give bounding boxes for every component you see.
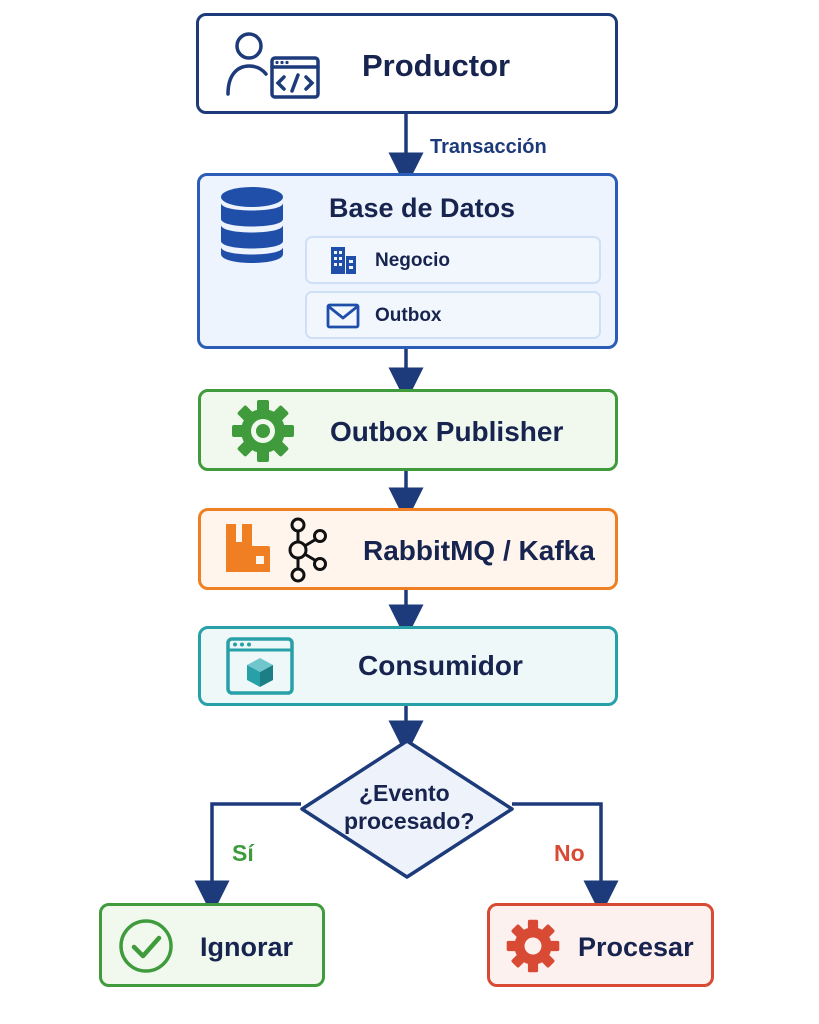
table-negocio [305,236,601,284]
check-circle-icon [119,919,173,973]
table-negocio-label: Negocio [375,250,450,271]
user-code-icon [226,32,320,99]
producer-node [196,13,618,114]
database-label: Base de Datos [329,193,516,223]
gear-icon [506,919,560,973]
consumer-label: Consumidor [358,650,523,681]
broker-label: RabbitMQ / Kafka [363,535,595,566]
database-icon [221,187,283,263]
decision-label-line1: ¿Evento [359,780,450,806]
ignore-label: Ignorar [200,932,294,962]
building-icon [331,247,356,274]
gear-icon [232,400,294,462]
edge-label-yes: Sí [232,840,254,866]
decision-label-line2: procesado? [344,808,475,834]
arrow-decision-no [512,802,619,916]
rabbitmq-icon [226,524,270,572]
envelope-icon [326,303,360,329]
kafka-icon [288,517,327,583]
edge-label-transaction: Transacción [430,136,547,158]
decision-diamond [300,739,514,879]
browser-box-icon [226,637,294,695]
producer-label: Productor [362,48,511,83]
table-outbox [305,291,601,339]
edge-label-no: No [554,840,585,866]
table-outbox-label: Outbox [375,305,442,326]
arrow-decision-yes [194,802,301,916]
process-label: Procesar [578,932,694,962]
ignore-node [99,903,325,987]
publisher-label: Outbox Publisher [330,416,564,447]
